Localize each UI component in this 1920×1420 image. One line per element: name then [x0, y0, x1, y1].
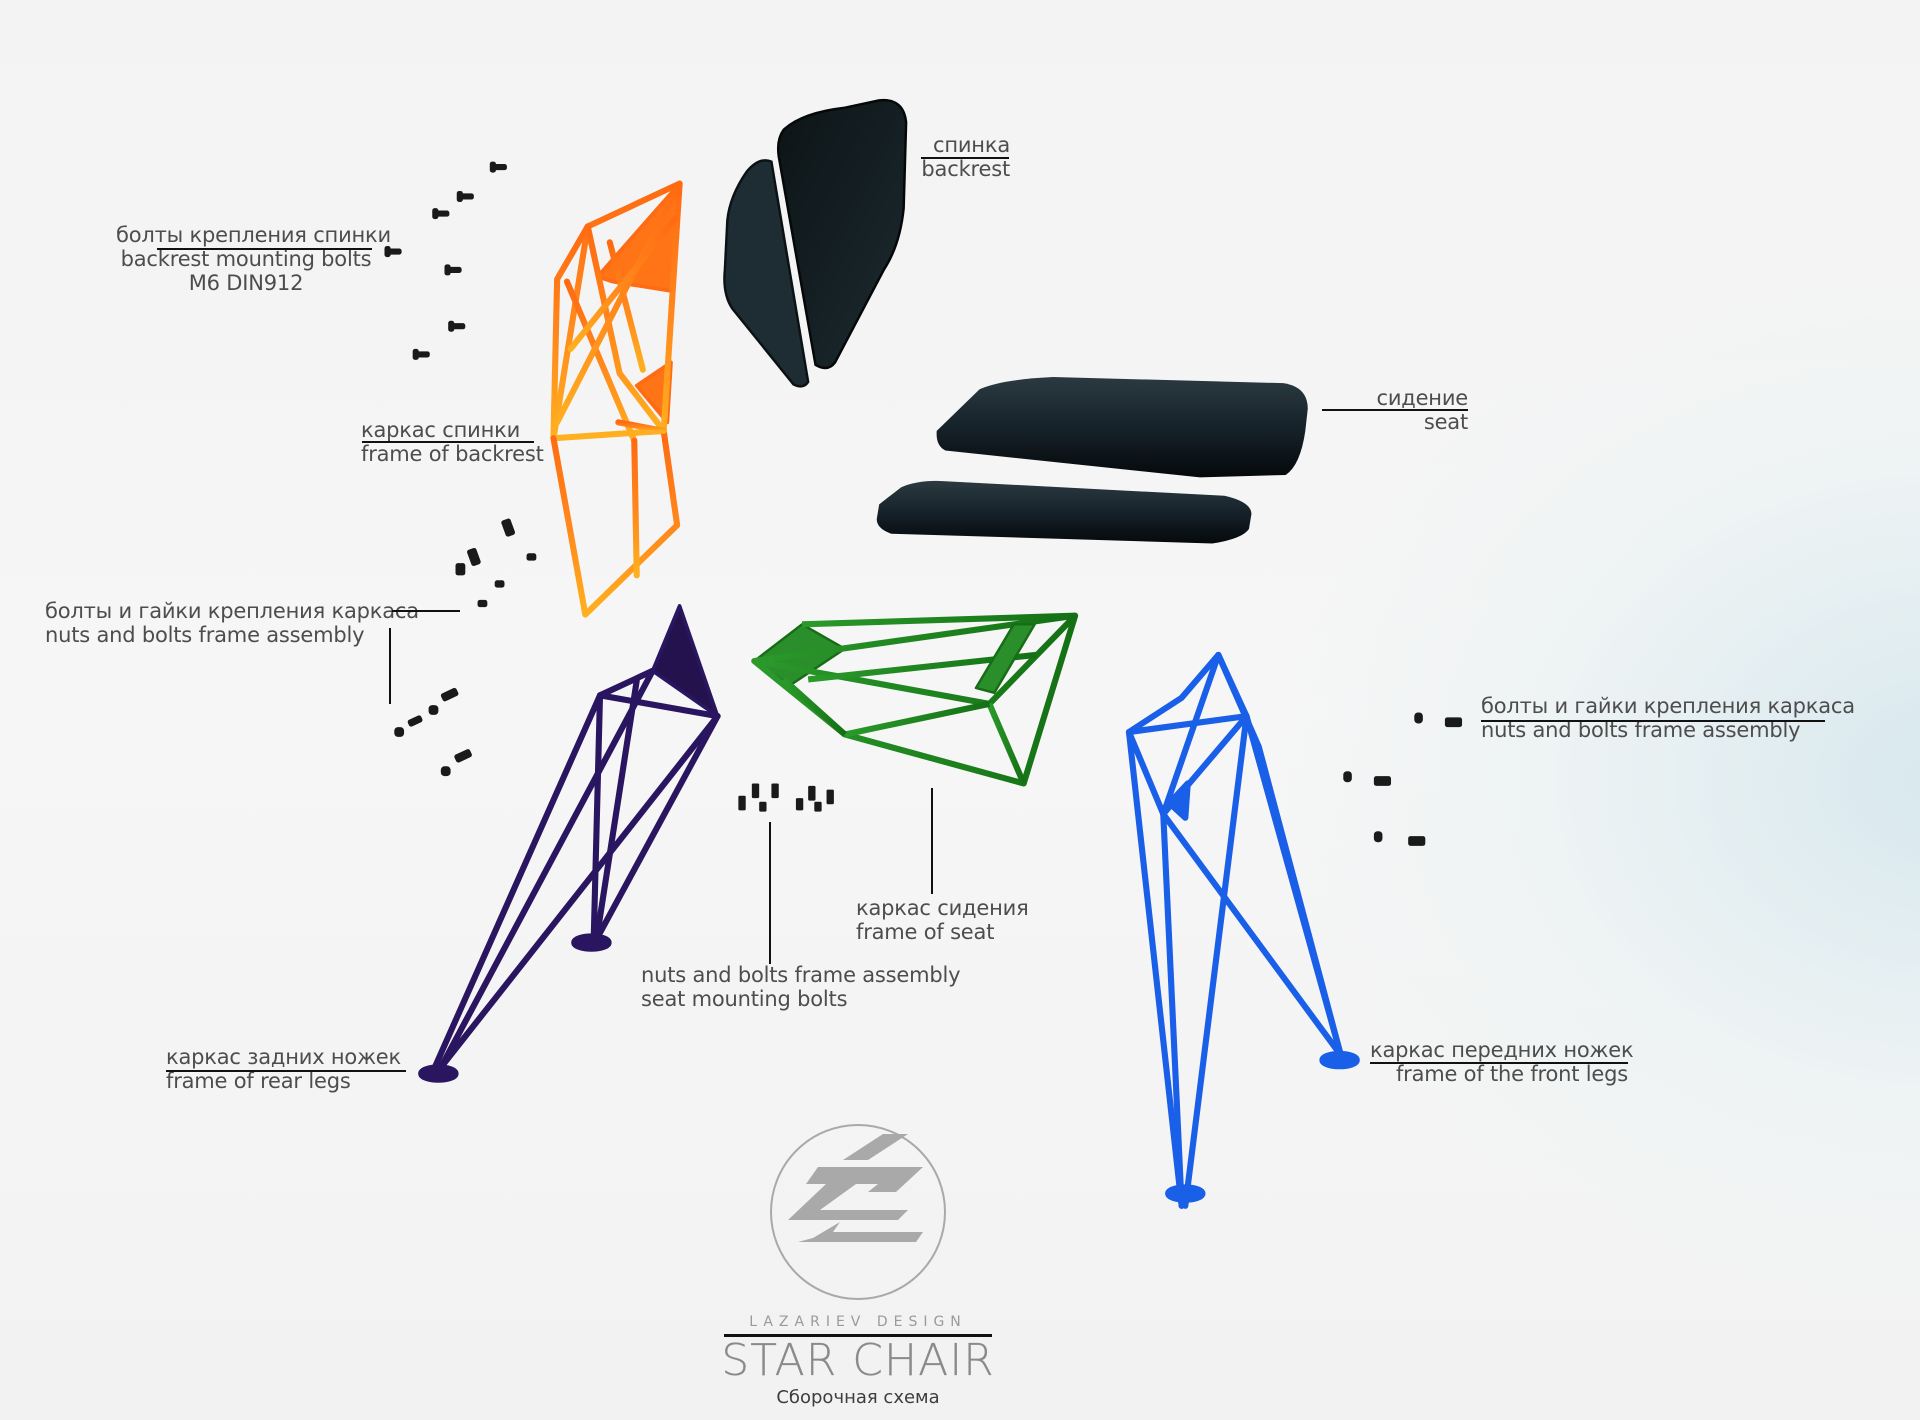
- frame-bolts-left: [394, 518, 537, 777]
- brand-divider: [724, 1334, 992, 1337]
- label-seat: сидение seat: [1330, 386, 1468, 434]
- leader-line-seat-frame: [931, 788, 933, 894]
- rear-legs-frame: [418, 604, 721, 1083]
- seat-cushions: [876, 377, 1308, 544]
- label-frame-bolts-left-en: nuts and bolts frame assembly: [45, 623, 365, 647]
- label-backrest-ru: спинка: [932, 133, 1010, 157]
- label-backrest-bolts-ru: болты крепления спинки: [116, 223, 391, 247]
- label-front-legs-ru: каркас передних ножек: [1370, 1038, 1634, 1062]
- label-backrest-en: backrest: [921, 157, 1010, 181]
- diagram-subtitle: Сборочная схема: [776, 1387, 940, 1408]
- label-seat-frame-ru: каркас сидения: [856, 896, 1029, 920]
- label-backrest-bolts-en: backrest mounting bolts: [120, 247, 372, 271]
- leader-line-front-legs: [1370, 1062, 1628, 1064]
- leader-line-backrest-bolts: [157, 248, 372, 250]
- label-rear-legs-ru: каркас задних ножек: [166, 1045, 401, 1069]
- label-frame-bolts-right-en: nuts and bolts frame assembly: [1481, 718, 1801, 742]
- label-backrest-frame: каркас спинки frame of backrest: [361, 418, 544, 466]
- label-frame-bolts-left-ru: болты и гайки крепления каркаса: [45, 599, 419, 623]
- label-seat-en: seat: [1423, 410, 1468, 434]
- leader-line-backrest-frame: [362, 441, 534, 443]
- studio-name: LAZARIEV DESIGN: [749, 1314, 967, 1330]
- leader-line-backrest: [921, 157, 1009, 159]
- label-seat-ru: сидение: [1376, 386, 1468, 410]
- backrest-frame: [550, 180, 683, 618]
- label-backrest-bolts-spec: M6 DIN912: [188, 271, 304, 295]
- label-backrest-bolts: болты крепления спинки backrest mounting…: [116, 223, 391, 295]
- leader-line-rear-legs: [166, 1070, 406, 1072]
- label-front-legs: каркас передних ножек frame of the front…: [1370, 1038, 1634, 1086]
- zz-monogram-logo-icon: [768, 1122, 948, 1302]
- backrest-cushions: [723, 98, 908, 388]
- leader-line-frame-bolts-left: [392, 610, 460, 612]
- leader-line-seat-bolts: [769, 822, 771, 964]
- seat-bolts: [738, 783, 834, 812]
- leader-line-frame-bolts-left-vertical: [389, 628, 391, 704]
- label-backrest: спинка backrest: [900, 133, 1010, 181]
- label-seat-bolts-line1: nuts and bolts frame assembly: [641, 963, 961, 987]
- label-seat-bolts: nuts and bolts frame assembly seat mount…: [641, 963, 961, 1011]
- front-legs-frame: [1125, 651, 1360, 1209]
- product-title: STAR CHAIR: [721, 1335, 995, 1386]
- label-backrest-frame-en: frame of backrest: [361, 442, 544, 466]
- brand-block: LAZARIEV DESIGN STAR CHAIR Сборочная схе…: [718, 1122, 998, 1408]
- label-frame-bolts-left: болты и гайки крепления каркаса nuts and…: [45, 599, 419, 647]
- seat-frame: [751, 612, 1079, 787]
- frame-bolts-right: [1343, 712, 1463, 846]
- label-frame-bolts-right: болты и гайки крепления каркаса nuts and…: [1481, 694, 1855, 742]
- label-rear-legs-en: frame of rear legs: [166, 1069, 351, 1093]
- label-backrest-frame-ru: каркас спинки: [361, 418, 521, 442]
- label-seat-bolts-line2: seat mounting bolts: [641, 987, 848, 1011]
- label-front-legs-en: frame of the front legs: [1395, 1062, 1628, 1086]
- label-seat-frame: каркас сидения frame of seat: [856, 896, 1029, 944]
- leader-line-seat: [1322, 409, 1468, 411]
- label-rear-legs: каркас задних ножек frame of rear legs: [166, 1045, 401, 1093]
- leader-line-frame-bolts-right: [1481, 720, 1825, 722]
- label-seat-frame-en: frame of seat: [856, 920, 995, 944]
- backrest-bolts: [384, 161, 507, 360]
- label-frame-bolts-right-ru: болты и гайки крепления каркаса: [1481, 694, 1855, 718]
